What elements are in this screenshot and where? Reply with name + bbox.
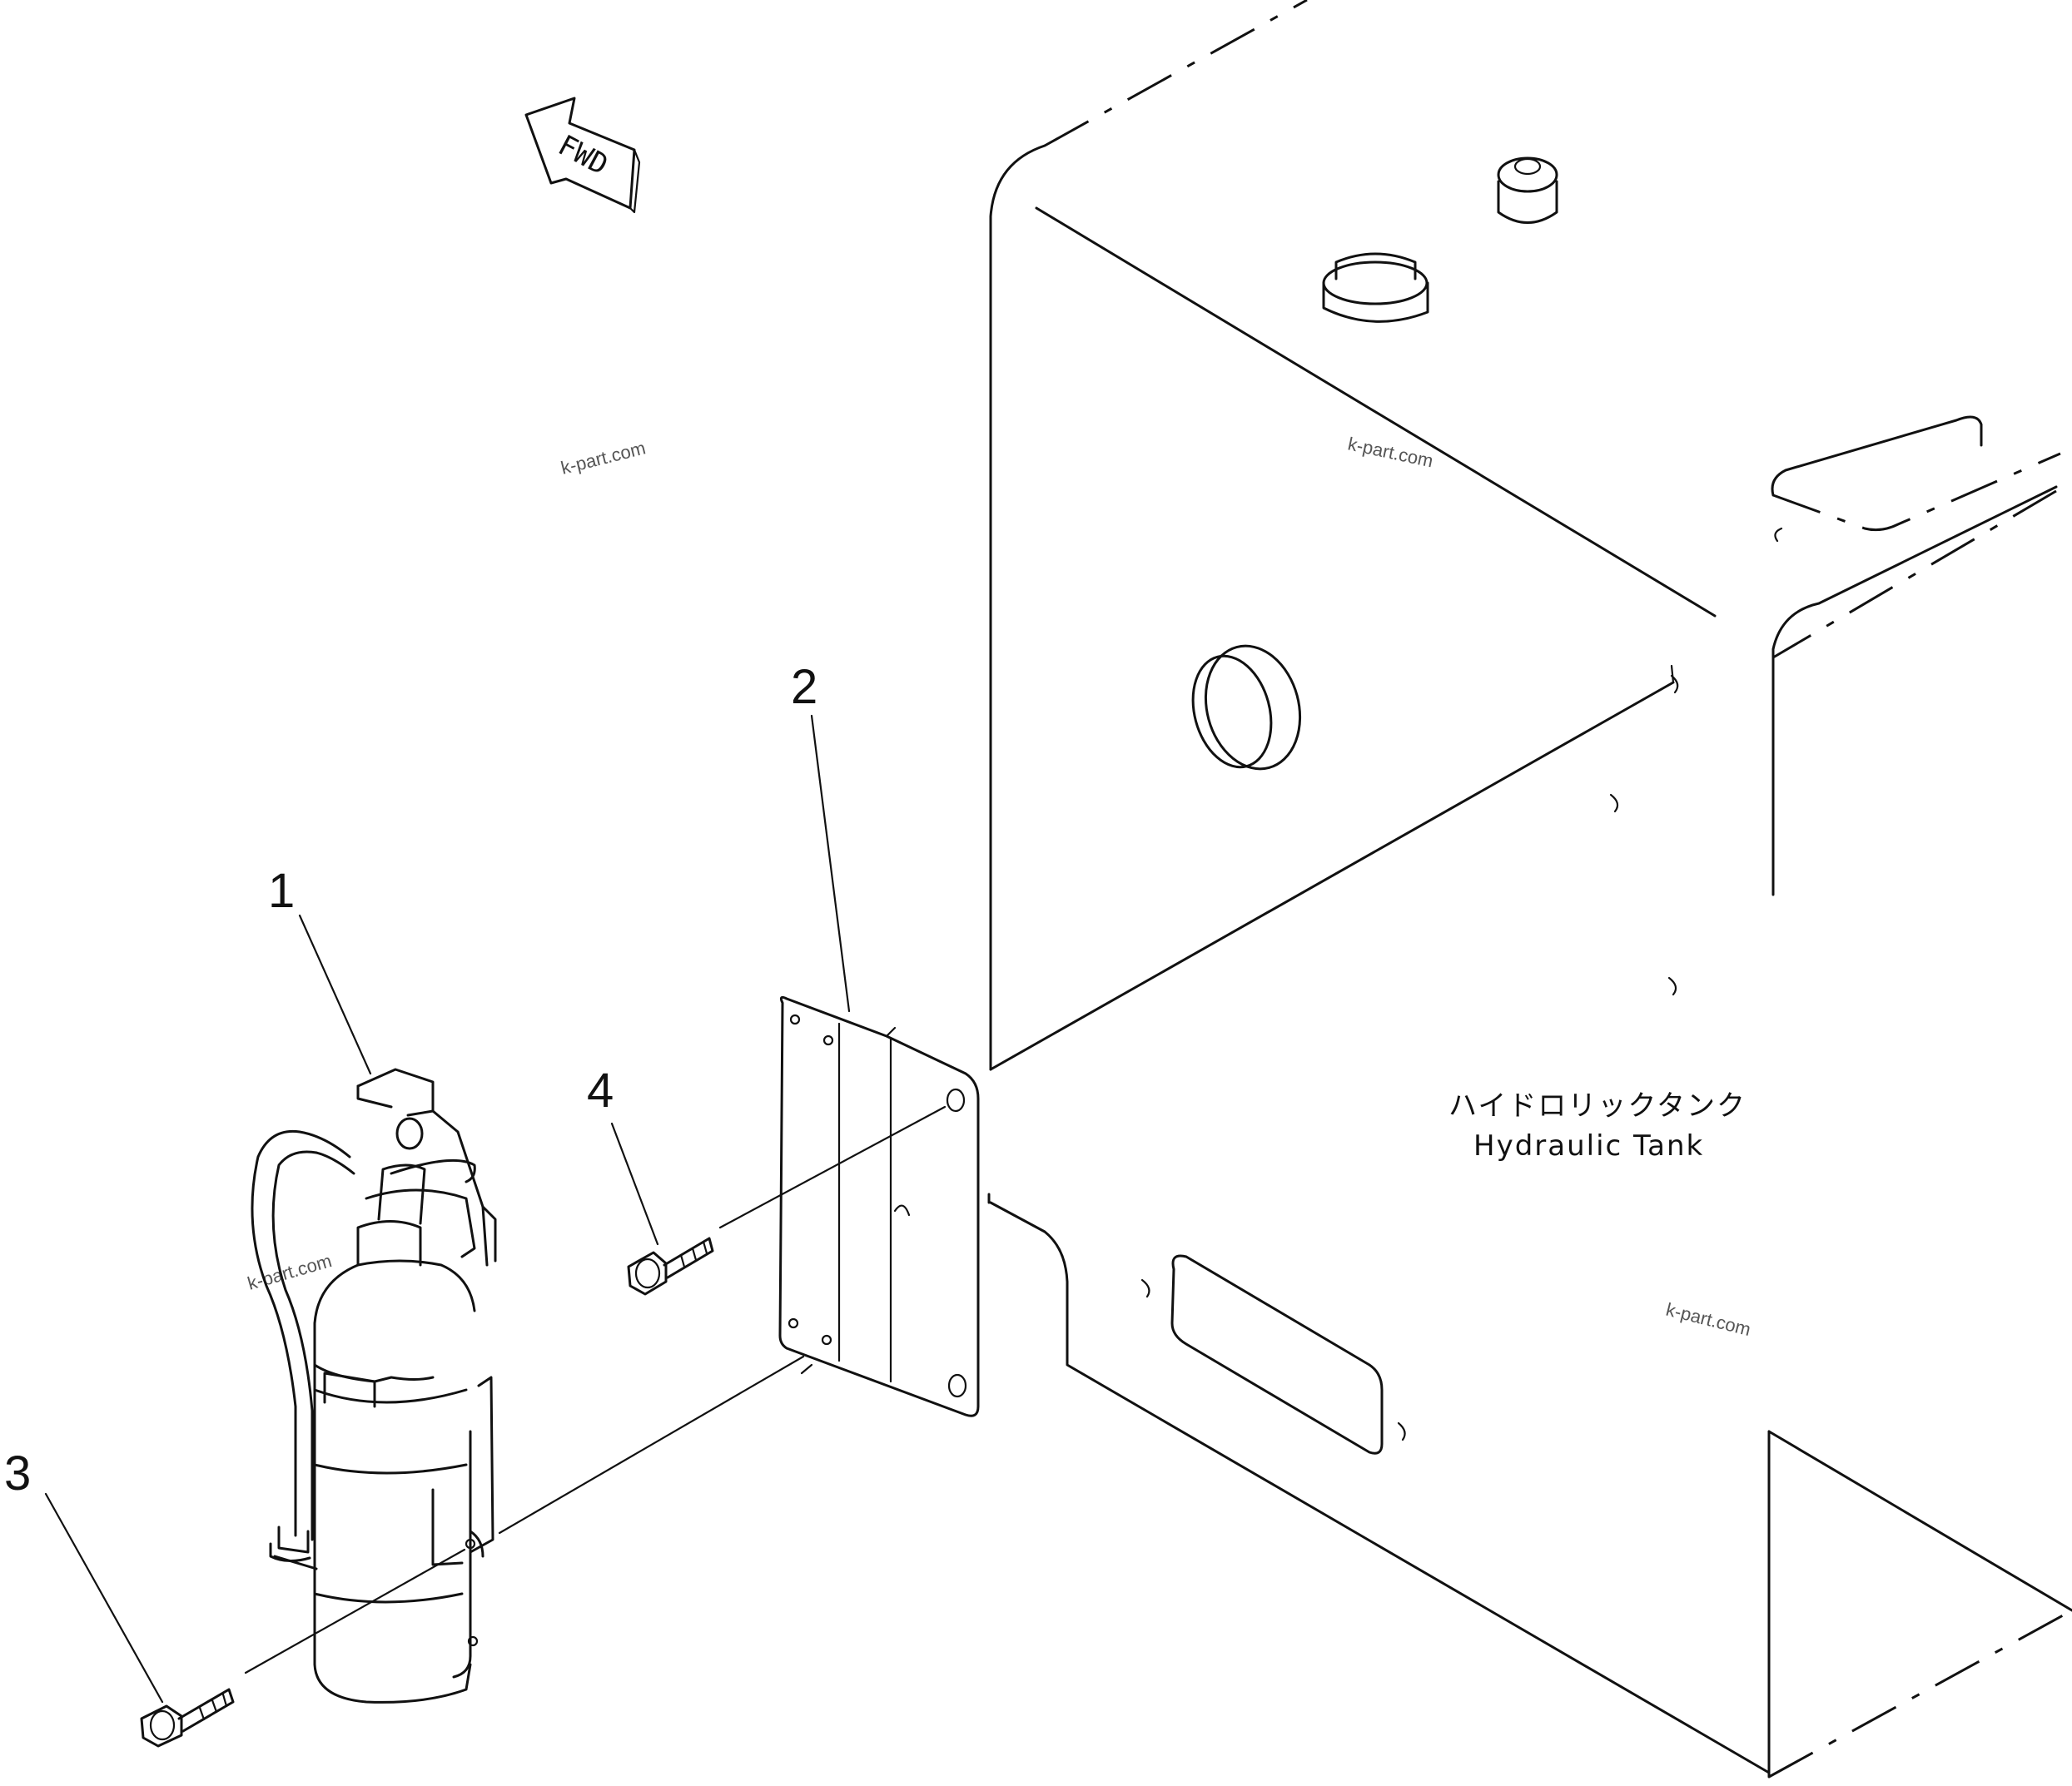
leader-2 — [810, 714, 851, 1013]
forward-arrow: FWD — [524, 97, 641, 214]
bolt-3 — [140, 1688, 235, 1748]
bolt-4 — [627, 1237, 714, 1296]
watermark: k-part.com — [1664, 1299, 1753, 1340]
callout-3: 3 — [4, 1446, 31, 1501]
callout-2: 2 — [791, 660, 817, 714]
fire-extinguisher — [251, 1068, 497, 1704]
watermark: k-part.com — [559, 437, 648, 478]
callout-1: 1 — [268, 864, 295, 918]
leader-4 — [610, 1122, 659, 1246]
tank-label-english: Hydraulic Tank — [1473, 1129, 1704, 1163]
assembly-line-bolt3 — [244, 1548, 466, 1674]
assembly-line-bolt4 — [718, 1105, 947, 1229]
hydraulic-tank: ハイドロリックタンク Hydraulic Tank — [987, 0, 2072, 1779]
bracket — [778, 995, 980, 1417]
tank-label-japanese: ハイドロリックタンク — [1448, 1089, 1747, 1123]
leader-1 — [298, 914, 372, 1075]
assembly-line-bracket-base — [498, 1355, 805, 1535]
leader-3 — [44, 1492, 164, 1704]
callout-4: 4 — [587, 1064, 614, 1118]
